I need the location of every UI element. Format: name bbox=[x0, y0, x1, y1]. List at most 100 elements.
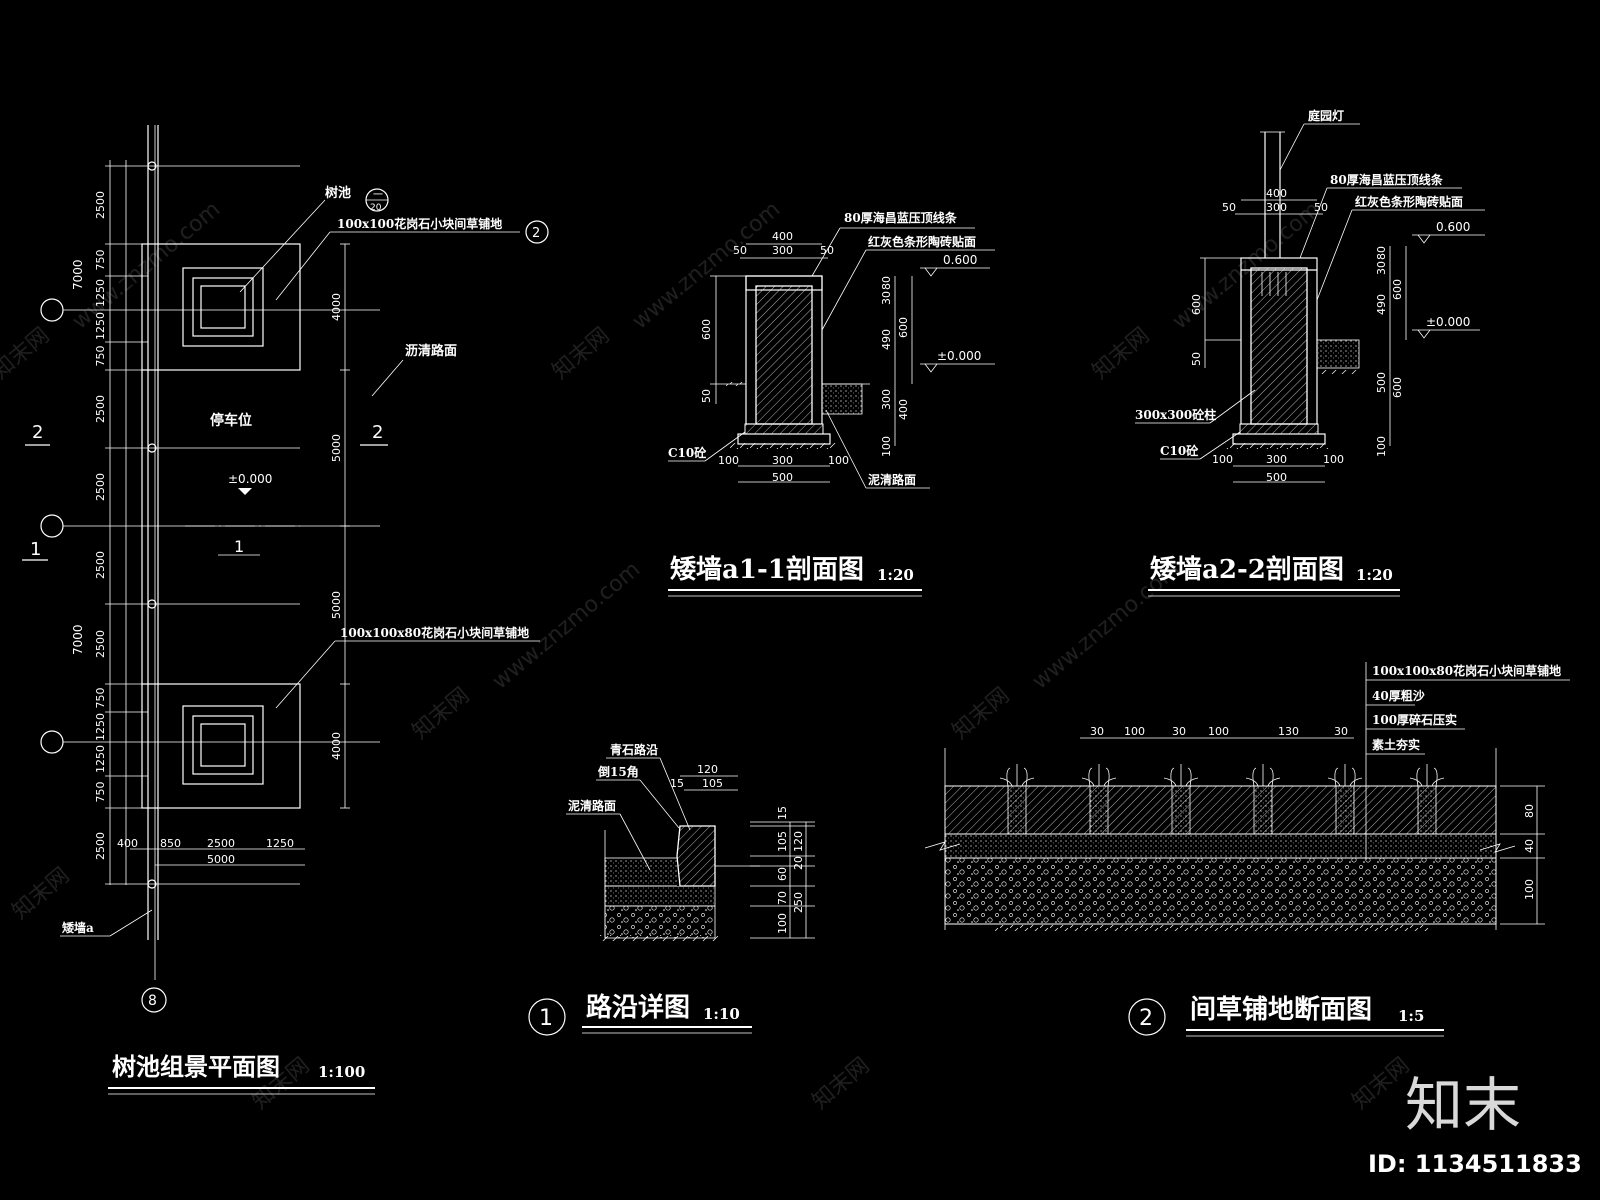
dim-text: 500 bbox=[1266, 471, 1287, 484]
dim-text: 100 bbox=[776, 913, 789, 934]
gravel-layer bbox=[944, 857, 1497, 925]
detail-callout: 2 bbox=[1139, 1006, 1153, 1031]
detail-ref-bottom: 20 bbox=[370, 203, 382, 213]
watermark-text: 知末网 bbox=[408, 683, 475, 745]
footing bbox=[744, 423, 824, 435]
tree-pit-paving-area bbox=[141, 243, 301, 371]
watermark-text: 知末网 bbox=[8, 863, 75, 925]
grass-joint bbox=[1335, 785, 1355, 835]
low-wall-label: 矮墙a bbox=[61, 920, 94, 935]
grid-bubble bbox=[40, 298, 64, 322]
stone-label: 青石路沿 bbox=[610, 742, 658, 757]
plan-view: 7000 7000 2500 750 1250 1250 750 2500 25… bbox=[22, 125, 549, 1095]
watermark-text: 知末网 bbox=[548, 323, 615, 385]
column-core bbox=[1250, 267, 1308, 425]
dim-text: 120 bbox=[697, 763, 718, 776]
dim-text: 100 bbox=[1212, 453, 1233, 466]
section-mark-label: 1 bbox=[30, 539, 41, 560]
dim-text: 1250 bbox=[94, 279, 107, 307]
lamp-label: 庭园灯 bbox=[1308, 108, 1344, 123]
paver-layer bbox=[944, 785, 1497, 835]
grass-joint bbox=[1417, 785, 1437, 835]
dim-text: 2500 bbox=[94, 191, 107, 219]
dim-text: 105 bbox=[702, 777, 723, 790]
dim-text: 1250 bbox=[94, 745, 107, 773]
dim-text: 400 bbox=[1266, 187, 1287, 200]
elevation-label: ±0.000 bbox=[937, 349, 981, 363]
dim-text: 2500 bbox=[94, 473, 107, 501]
elevation-label: 0.600 bbox=[1436, 220, 1470, 234]
asphalt-label: 泥清路面 bbox=[868, 472, 916, 487]
dim-text: 50 bbox=[1222, 201, 1236, 214]
elevation-label: ±0.000 bbox=[228, 472, 272, 486]
dim-text: 50 bbox=[1314, 201, 1328, 214]
detail-callout-bubble bbox=[1128, 998, 1166, 1036]
concrete-base bbox=[737, 433, 831, 445]
dim-text: 300 bbox=[1266, 453, 1287, 466]
grass-tuft-icon bbox=[1163, 764, 1199, 787]
elevation-label: ±0.000 bbox=[1426, 315, 1470, 329]
dim-text: 5000 bbox=[330, 434, 343, 462]
dim-text: 50 bbox=[733, 244, 747, 257]
dim-text: 30 bbox=[1334, 725, 1348, 738]
dim-text: 400 bbox=[117, 837, 138, 850]
tree-pit-outer bbox=[182, 705, 264, 785]
gravel-layer bbox=[604, 905, 716, 939]
tree-pit-inner bbox=[200, 723, 246, 767]
dim-text: 300 bbox=[772, 244, 793, 257]
dim-text: 600 bbox=[700, 319, 713, 340]
concrete-base bbox=[1232, 433, 1326, 445]
dim-text: 490 bbox=[880, 329, 893, 350]
layer-label: 素土夯实 bbox=[1372, 737, 1420, 752]
coping-label: 80厚海昌蓝压顶线条 bbox=[844, 210, 958, 225]
concrete-label: C10砼 bbox=[1160, 443, 1199, 458]
asphalt-layer bbox=[1316, 339, 1360, 369]
dim-text: 1250 bbox=[94, 312, 107, 340]
grid-axis-bubble bbox=[141, 987, 167, 1013]
detail-callout-bubble bbox=[528, 998, 566, 1036]
tile-label: 红灰色条形陶砖贴面 bbox=[1355, 194, 1463, 209]
paving-scale: 1:5 bbox=[1398, 1007, 1424, 1025]
grass-tuft-icon bbox=[1081, 764, 1117, 787]
tile-label: 红灰色条形陶砖贴面 bbox=[868, 234, 976, 249]
layer-label: 40厚粗沙 bbox=[1372, 688, 1425, 703]
dim-text: 30 bbox=[1172, 725, 1186, 738]
detail-ref-top: 一 bbox=[373, 190, 383, 201]
dim-text: 600 bbox=[1190, 294, 1203, 315]
grass-tuft-icon bbox=[1327, 764, 1363, 787]
section-title: 矮墙a2-2剖面图 bbox=[1150, 554, 1344, 585]
dim-text: 100 bbox=[1523, 879, 1536, 900]
plan-scale: 1:100 bbox=[318, 1063, 365, 1081]
curb-stone bbox=[676, 825, 716, 887]
dim-text: 15 bbox=[670, 777, 684, 790]
concrete-label: C10砼 bbox=[668, 445, 707, 460]
wall-core bbox=[755, 285, 813, 425]
dim-text: 100 bbox=[1124, 725, 1145, 738]
dim-text: 750 bbox=[94, 250, 107, 271]
dim-text: 100 bbox=[1375, 436, 1388, 457]
dim-text: 750 bbox=[94, 782, 107, 803]
tree-pit-inner bbox=[200, 285, 246, 329]
footing bbox=[1239, 423, 1319, 435]
dim-text: 600 bbox=[1391, 377, 1404, 398]
watermark-text: 知末网 bbox=[1088, 323, 1155, 385]
detail-callout: 1 bbox=[539, 1006, 553, 1031]
dim-text: 15 bbox=[776, 806, 789, 820]
dim-text: 50 bbox=[1190, 352, 1203, 366]
paving-label: 100x100x80花岗石小块间草铺地 bbox=[340, 625, 529, 640]
asphalt-label: 泥清路面 bbox=[568, 798, 616, 813]
dim-text: 400 bbox=[897, 399, 910, 420]
dim-text: 500 bbox=[1375, 372, 1388, 393]
curb-detail: 120 15 105 15 105 120 60 70 250 20 100 青… bbox=[528, 742, 815, 1036]
dim-text: 60 bbox=[776, 867, 789, 881]
grid-axis-label: 8 bbox=[148, 993, 157, 1009]
dim-text: 750 bbox=[94, 688, 107, 709]
asphalt-layer bbox=[821, 383, 863, 415]
section-a1: 400 50 300 50 600 50 80 30 490 600 300 4… bbox=[668, 210, 995, 597]
asphalt-label: 沥清路面 bbox=[405, 343, 457, 359]
paving-label: 100x100花岗石小块间草铺地 bbox=[337, 216, 502, 231]
grass-tuft-icon bbox=[999, 764, 1035, 787]
dim-text: 4000 bbox=[330, 293, 343, 321]
chamfer-label: 倒15角 bbox=[597, 764, 639, 779]
